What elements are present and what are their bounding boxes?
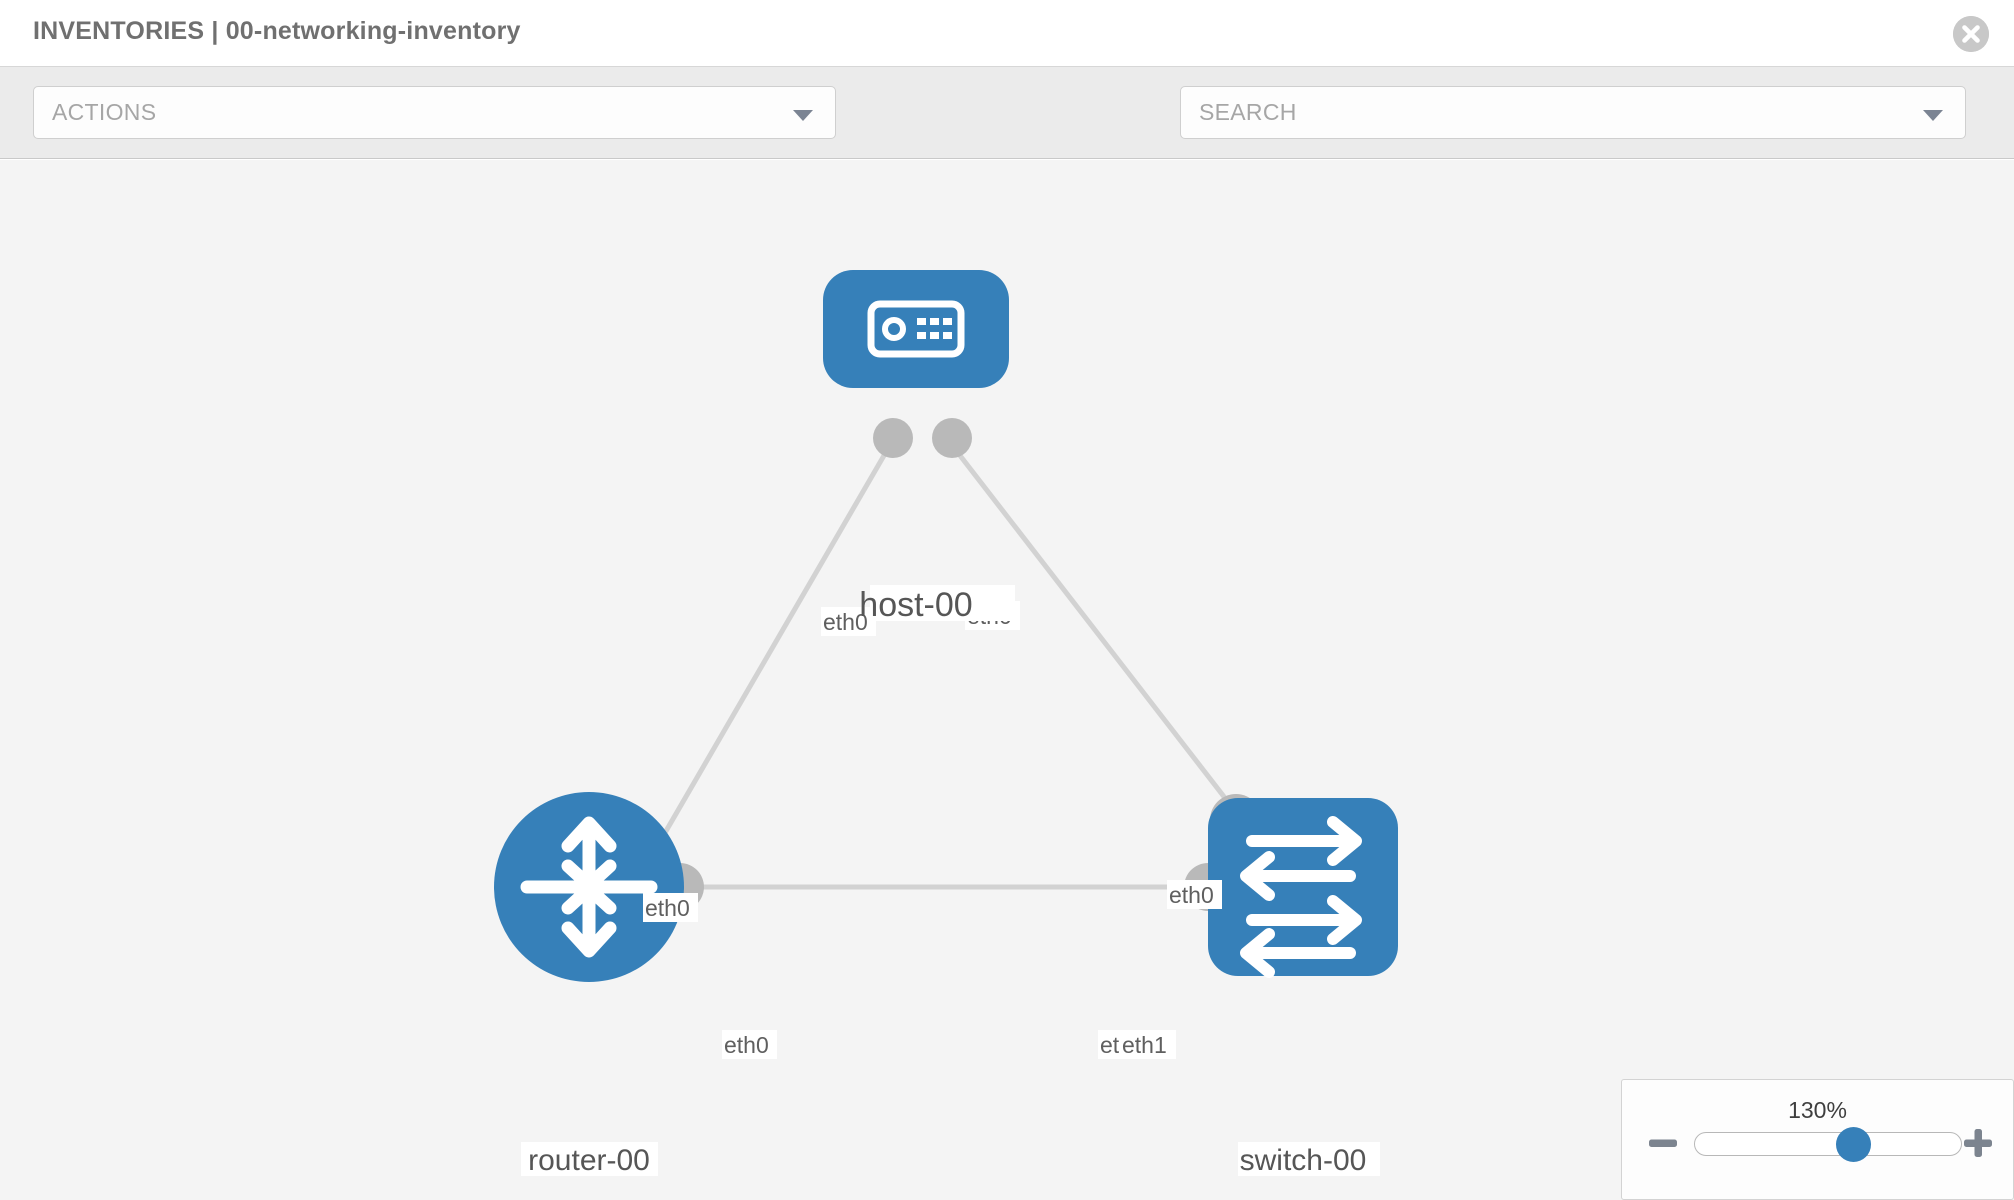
node-router-00[interactable] — [494, 792, 684, 982]
node-label-router-00: router-00 — [528, 1144, 650, 1177]
switch-icon — [1240, 816, 1362, 978]
node-host-00[interactable] — [823, 270, 1009, 388]
zoom-level-label: 130% — [1788, 1097, 1847, 1123]
zoom-out-button[interactable] — [1646, 1126, 1680, 1160]
page-header: INVENTORIES | 00-networking-inventory — [0, 0, 2014, 67]
node-switch-00[interactable] — [1208, 798, 1398, 978]
plus-icon — [1964, 1129, 1992, 1157]
edge-labels: eth0 eth0 eth0 eth0 eth0 eth eth1 — [643, 601, 1222, 1059]
actions-dropdown-value: ACTIONS — [52, 99, 157, 125]
endpoint-host00-right — [932, 418, 972, 458]
endpoint-host00-left — [873, 418, 913, 458]
zoom-control-panel: 130% — [1621, 1079, 2014, 1200]
edge-host00-router00[interactable] — [652, 438, 896, 852]
node-label-switch-00: switch-00 — [1240, 1144, 1367, 1177]
edge-label-router00-eth0-lan: eth0 — [724, 1032, 769, 1058]
node-host-00-shape[interactable] — [823, 270, 1009, 388]
topology-edges — [652, 438, 1244, 890]
node-labels: host-00 router-00 switch-00 — [521, 585, 1380, 1177]
close-x-glyph — [1953, 16, 1989, 52]
minus-icon — [1649, 1139, 1677, 1147]
topology-endpoints — [656, 418, 1262, 911]
edge-host00-switch00[interactable] — [946, 438, 1244, 822]
edge-label-host00-eth0-left: eth0 — [823, 609, 868, 635]
node-label-host-00: host-00 — [859, 586, 972, 624]
search-input[interactable]: SEARCH — [1180, 86, 1966, 139]
server-icon — [867, 300, 965, 358]
router-icon — [520, 816, 658, 958]
search-placeholder: SEARCH — [1199, 99, 1297, 125]
actions-dropdown[interactable]: ACTIONS — [33, 86, 836, 139]
edge-label-switch00-eth1-lan: eth1 — [1122, 1032, 1167, 1058]
topology-graph: eth0 eth0 eth0 eth0 eth0 eth eth1 — [494, 270, 1398, 1177]
zoom-in-button[interactable] — [1961, 1126, 1995, 1160]
search-chevron-down-icon[interactable] — [1923, 110, 1943, 121]
toolbar: ACTIONS SEARCH — [0, 67, 2014, 195]
edge-label-switch00-eth0-uplink: eth0 — [1169, 882, 1214, 908]
topology-canvas[interactable]: eth0 eth0 eth0 eth0 eth0 eth eth1 — [0, 160, 2014, 1200]
chevron-down-icon — [793, 110, 813, 121]
page-title: INVENTORIES | 00-networking-inventory — [33, 17, 521, 45]
edge-label-router00-eth0-uplink: eth0 — [645, 895, 690, 921]
close-icon[interactable] — [1953, 16, 1989, 52]
zoom-slider-thumb[interactable] — [1835, 1127, 1871, 1162]
zoom-slider-track[interactable] — [1694, 1127, 1962, 1162]
